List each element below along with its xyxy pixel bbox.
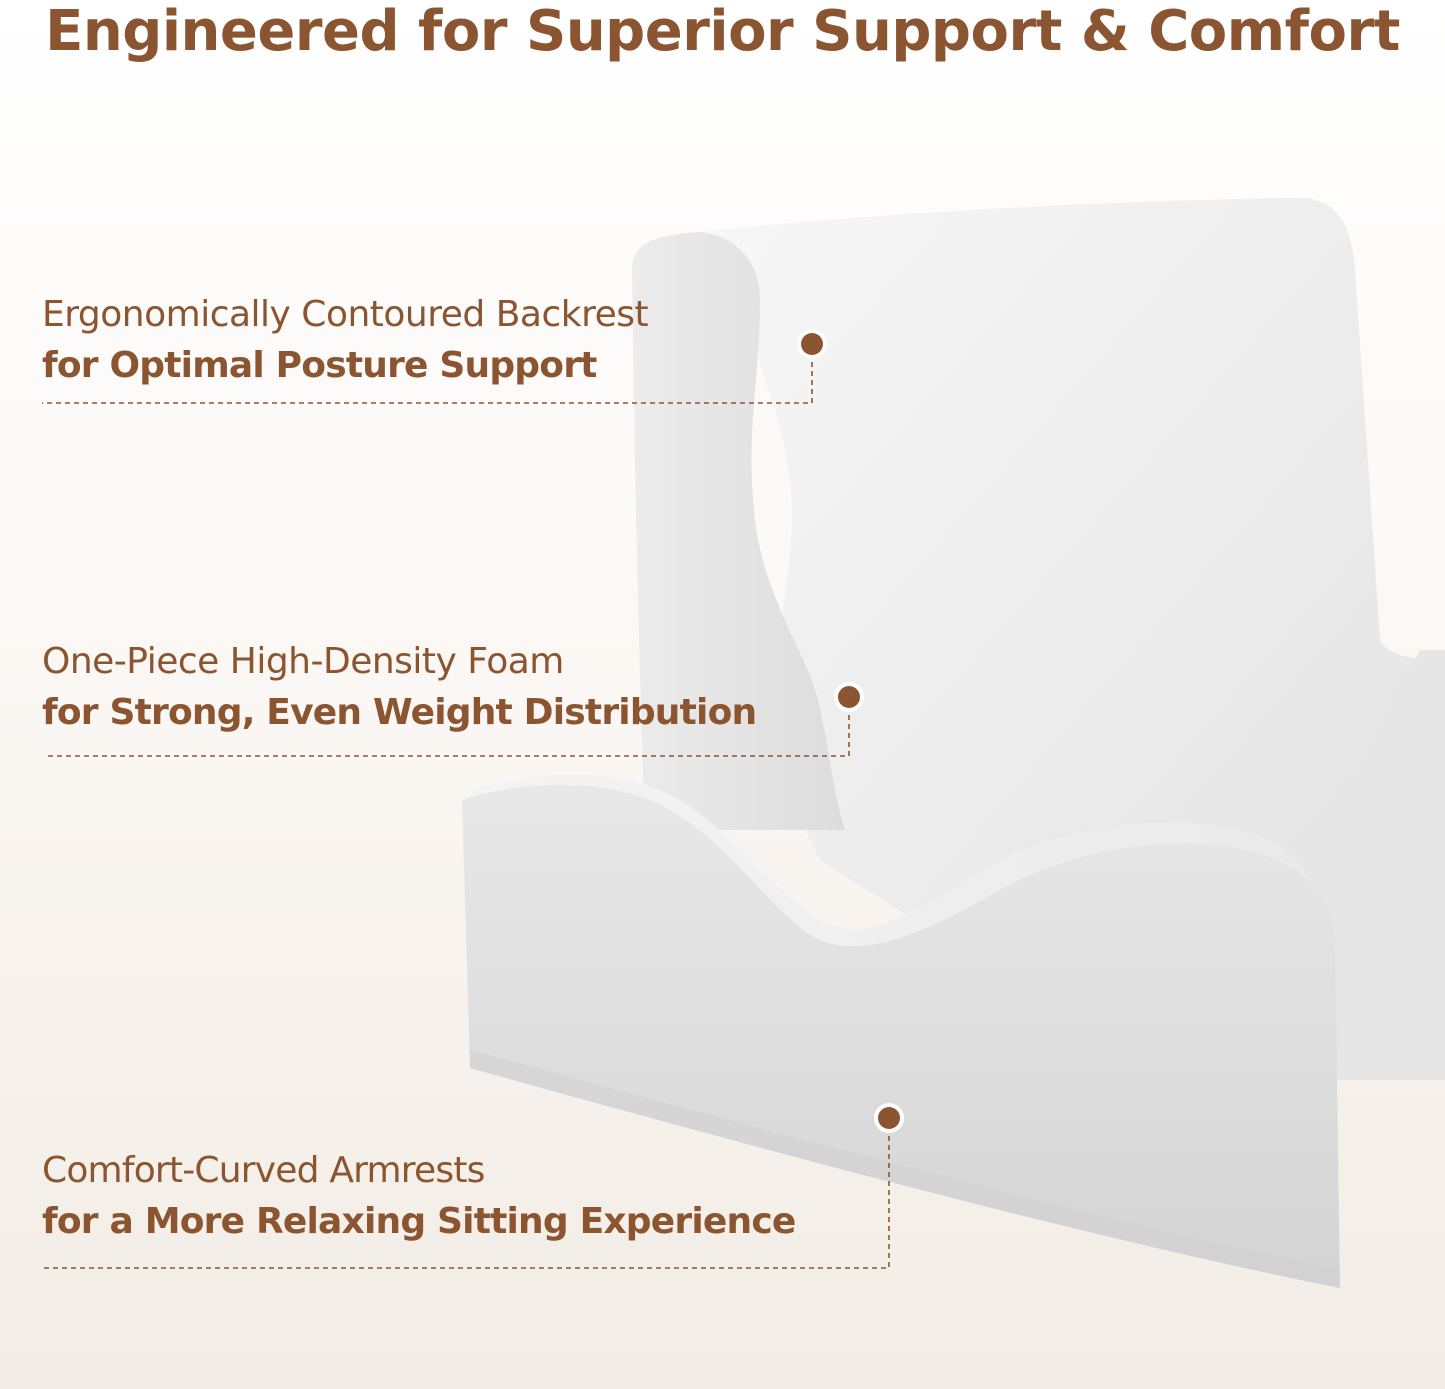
armrest-front — [462, 785, 1340, 1288]
callout-backrest: Ergonomically Contoured Backrest for Opt… — [42, 290, 649, 392]
leader-line-backrest — [42, 344, 813, 404]
hotspot-dot-backrest — [797, 329, 827, 359]
leader-line-foam — [46, 697, 850, 757]
callout-foam: One-Piece High-Density Foam for Strong, … — [42, 637, 757, 739]
backrest-side — [632, 232, 845, 830]
leader-line-armrest — [42, 1118, 890, 1269]
hotspot-dot-foam — [834, 682, 864, 712]
callout-backrest-title: Ergonomically Contoured Backrest — [42, 294, 649, 335]
callout-armrest: Comfort-Curved Armrests for a More Relax… — [42, 1146, 796, 1248]
hotspot-dot-armrest — [874, 1103, 904, 1133]
callout-armrest-title: Comfort-Curved Armrests — [42, 1150, 485, 1191]
callout-foam-subtitle: for Strong, Even Weight Distribution — [42, 692, 757, 733]
callout-foam-title: One-Piece High-Density Foam — [42, 641, 564, 682]
page-title: Engineered for Superior Support & Comfor… — [45, 0, 1400, 64]
backrest-right-block — [1330, 650, 1445, 1080]
callout-backrest-subtitle: for Optimal Posture Support — [42, 345, 597, 386]
callout-armrest-subtitle: for a More Relaxing Sitting Experience — [42, 1201, 796, 1242]
